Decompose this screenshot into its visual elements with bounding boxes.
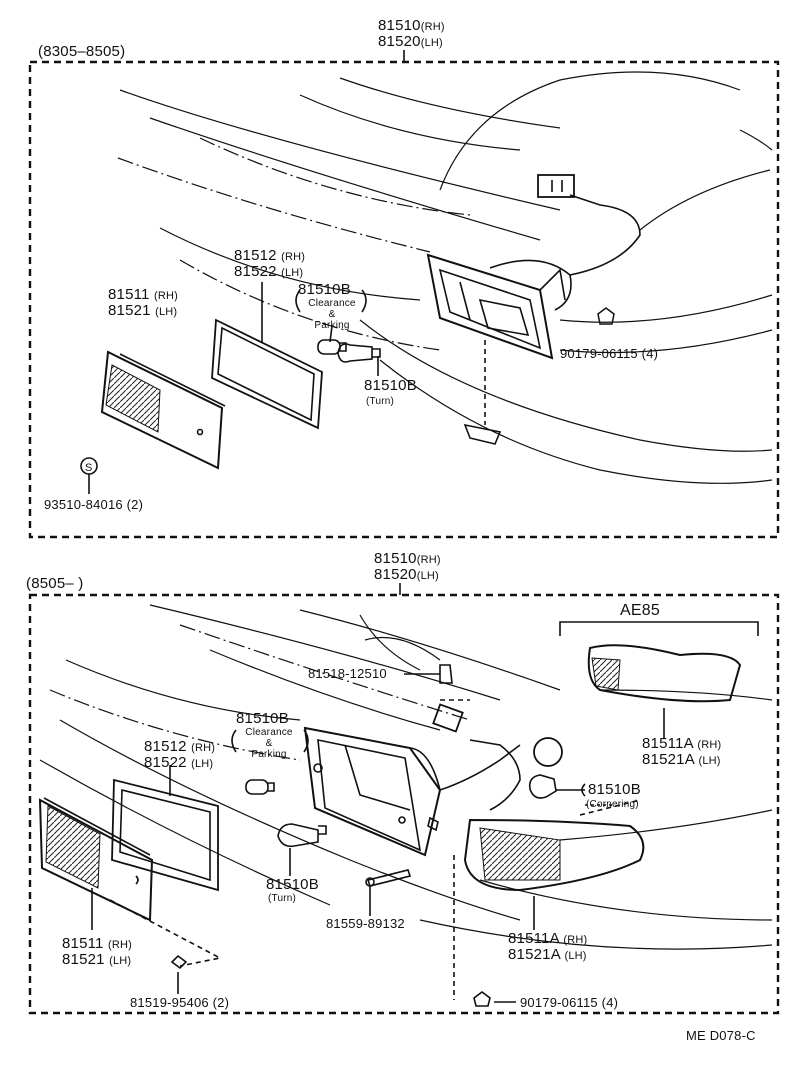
top-gasket: [211, 318, 323, 430]
top-assy-rh-side: (RH): [420, 21, 445, 33]
bottom-lens-rh-side: (RH): [107, 939, 132, 951]
top-lens-rh: 81511 (RH): [108, 287, 178, 304]
variant-label: AE85: [620, 602, 660, 619]
bottom-assy-lh-side: (LH): [416, 570, 439, 582]
top-assy-rh: 81510(RH): [378, 18, 445, 35]
top-nut-label: 90179-06115 (4): [560, 346, 659, 361]
top-range-label: (8305–8505): [38, 43, 126, 60]
top-bulb-small: [317, 339, 341, 355]
bottom-lens: [38, 798, 154, 922]
bottom-range-label: (8505– ): [26, 575, 84, 592]
top-gasket-rh: 81512 (RH): [234, 248, 305, 265]
bulb-corner-code: 81510B: [588, 781, 641, 798]
bottom-connector: [432, 703, 464, 733]
top-gasket-lh: 81522 (LH): [234, 264, 303, 281]
ae85-corner-rh-num: 81511A: [642, 735, 693, 752]
bottom-assy-rh-side: (RH): [416, 554, 441, 566]
top-assy-lh-side: (LH): [420, 37, 443, 49]
bottom-lens-lh: 81521 (LH): [62, 952, 131, 969]
bottom-gasket-lh: 81522 (LH): [144, 755, 213, 772]
ae85-corner-lamp: [587, 644, 742, 703]
bottom-bulb-turn: [277, 823, 319, 848]
bottom-assy-lh-num: 81520: [374, 566, 417, 583]
top-bulb1-note-c: Parking: [314, 320, 350, 331]
bottom-bulb1-note-a: Clearance: [245, 727, 293, 738]
bottom-bulb-turn-note: (Turn): [268, 893, 297, 904]
bottom-corner-lh-num: 81521A: [508, 946, 561, 963]
top-assy-lh: 81520(LH): [378, 34, 443, 51]
top-assy-rh-num: 81510: [378, 17, 421, 34]
bottom-gasket-rh: 81512 (RH): [144, 739, 215, 756]
cornering-socket: [533, 737, 563, 767]
top-gasket-rh-num: 81512: [234, 247, 277, 264]
bottom-nut-label: 90179-06115 (4): [520, 995, 619, 1010]
bottom-gasket-lh-num: 81522: [144, 754, 187, 771]
ae85-corner-lh-side: (LH): [698, 755, 721, 767]
bottom-housing: [303, 726, 442, 857]
top-bulb1-code: 81510B: [298, 281, 351, 298]
bottom-frame: [28, 593, 780, 1015]
bulb-corner-note: (Cornering): [586, 799, 639, 810]
bottom-lens-lh-side: (LH): [109, 955, 132, 967]
top-lens: [100, 350, 224, 470]
screw-low-label: 81519-95406 (2): [130, 995, 230, 1010]
clip-label: 81518-12510: [308, 666, 387, 681]
top-screw-label: 93510-84016 (2): [44, 497, 144, 512]
bottom-corner-lh: 81521A (LH): [508, 947, 587, 964]
top-lens-lh: 81521 (LH): [108, 303, 177, 320]
bottom-bulb1-note-b: &: [265, 738, 273, 749]
bottom-corner-lh-side: (LH): [564, 950, 587, 962]
top-bulb2-note: (Turn): [366, 396, 395, 407]
top-connector: [537, 174, 575, 198]
bottom-lens-rh-num: 81511: [62, 935, 104, 952]
bottom-gasket-lh-side: (LH): [191, 758, 214, 770]
top-screw-symbol: S: [85, 462, 93, 474]
top-gasket-rh-side: (RH): [281, 251, 306, 263]
ae85-corner-lh-num: 81521A: [642, 751, 695, 768]
bottom-bulb1-code: 81510B: [236, 710, 289, 727]
bottom-gasket-rh-num: 81512: [144, 738, 187, 755]
ae85-corner-rh-side: (RH): [697, 739, 722, 751]
ae85-corner-rh: 81511A (RH): [642, 736, 721, 753]
bottom-corner-rh: 81511A (RH): [508, 931, 587, 948]
bottom-corner-rh-side: (RH): [563, 934, 588, 946]
top-assy-lh-num: 81520: [378, 33, 421, 50]
footer-code: ME D078-C: [686, 1028, 756, 1043]
bottom-gasket-rh-side: (RH): [191, 742, 216, 754]
top-bulb1-note-b: &: [328, 309, 336, 320]
top-gasket-lh-num: 81522: [234, 263, 277, 280]
bottom-corner-lamp: [463, 818, 645, 892]
top-lens-lh-side: (LH): [155, 306, 178, 318]
bottom-assy-lh: 81520(LH): [374, 567, 439, 584]
bottom-lens-lh-num: 81521: [62, 951, 105, 968]
bottom-assy-rh-num: 81510: [374, 550, 417, 567]
bottom-gasket: [111, 778, 219, 892]
top-bulb-large: [337, 343, 373, 363]
bottom-lens-rh: 81511 (RH): [62, 936, 132, 953]
top-lens-rh-num: 81511: [108, 286, 150, 303]
top-gasket-lh-side: (LH): [281, 267, 304, 279]
top-bulb1-note-a: Clearance: [308, 298, 356, 309]
bottom-bulb-turn-code: 81510B: [266, 876, 319, 893]
bottom-assy-rh: 81510(RH): [374, 551, 441, 568]
top-bulb2-code: 81510B: [364, 377, 417, 394]
screw-mid-label: 81559-89132: [326, 916, 405, 931]
ae85-corner-lh: 81521A (LH): [642, 752, 721, 769]
top-lens-lh-num: 81521: [108, 302, 151, 319]
top-lens-rh-side: (RH): [153, 290, 178, 302]
bottom-bulb-small: [245, 779, 269, 795]
bottom-corner-rh-num: 81511A: [508, 930, 559, 947]
top-housing: [426, 253, 554, 360]
bottom-bulb1-note-c: Parking: [251, 749, 287, 760]
